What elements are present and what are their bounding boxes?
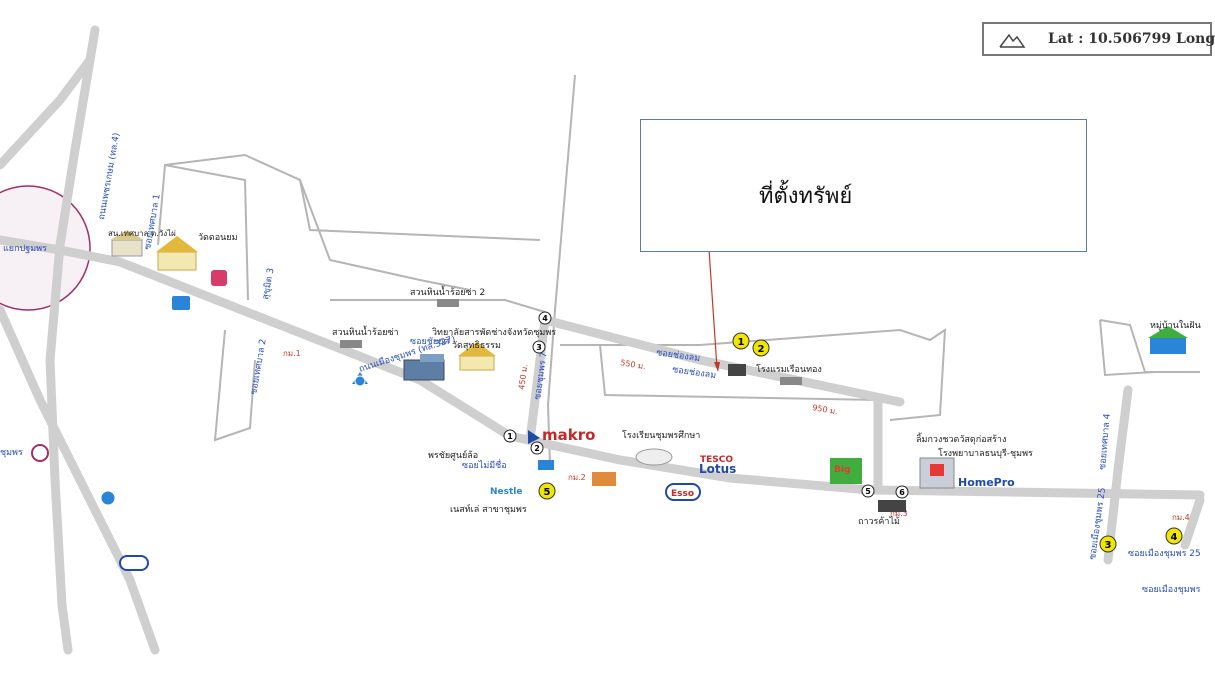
coordinates-text: Lat : 10.506799 Long — [1048, 31, 1215, 47]
road-label-soi7: ซอยชุมพร 7 — [533, 351, 550, 400]
junction-markers: 1 2 3 4 5 6 — [503, 311, 909, 499]
college-icon — [403, 354, 445, 381]
km2-shop — [592, 472, 616, 486]
road-label-chumphon: ชุมพร — [0, 448, 23, 458]
tawan-icon — [878, 500, 906, 512]
watsuthi-icon — [458, 342, 496, 371]
svg-text:2: 2 — [758, 344, 765, 355]
brand-labels: makro TESCO Lotus HomePro Nestle Esso — [490, 426, 1015, 499]
makro-triangle — [528, 430, 540, 444]
school-icon — [635, 448, 673, 466]
label-watdon: วัดดอนยม — [198, 233, 238, 243]
label-hospital: โรงพยาบาลธนบุรี-ชุมพร — [938, 448, 1033, 459]
svg-text:5: 5 — [865, 487, 871, 496]
km3: กม.3 — [890, 509, 908, 518]
svg-text:3: 3 — [536, 343, 542, 352]
label-college: วิทยาลัยสารพัดช่างจังหวัดชุมพร — [432, 327, 556, 338]
road-label-phetkasem: ถนนเพชรเกษม (ทล.4) — [97, 132, 122, 220]
esso-badge — [665, 483, 701, 501]
svg-text:4: 4 — [1171, 532, 1178, 543]
distance-450: 450 ม. — [517, 364, 529, 391]
distance-labels: 550 ม. 950 ม. 450 ม. กม.1 กม.2 กม.3 กม.4 — [283, 349, 1190, 522]
label-hardware: ลิ้มกวงชวดวัสดุก่อสร้าง — [916, 432, 1006, 445]
village-icon — [1148, 326, 1188, 354]
label-park1: สวนหินน้ำร้อยซ่า — [332, 325, 399, 338]
distance-950: 950 ม. — [812, 403, 839, 416]
label-tawan: ถาวรค้าไม้ — [858, 516, 900, 527]
park-icon-1 — [340, 340, 362, 348]
label-nestle-branch: เนสท์เล่ สาขาชุมพร — [450, 503, 527, 515]
road-label-soi-t4: ซอยเทศบาล 4 — [1098, 413, 1113, 470]
svg-text:5: 5 — [544, 487, 551, 498]
label-village: หมู่บ้านในฝัน — [1150, 320, 1201, 331]
park-icon-2 — [437, 299, 459, 307]
svg-text:2: 2 — [534, 444, 540, 453]
svg-text:1: 1 — [507, 432, 513, 441]
shop-icon — [211, 270, 227, 286]
nestle-logo: Nestle — [490, 487, 522, 497]
svg-text:1: 1 — [738, 337, 745, 348]
building-icon — [110, 230, 144, 257]
nestle-icon — [538, 460, 554, 470]
road-label-muang-b: ซอยเมืองชุมพร — [1142, 584, 1201, 595]
km4: กม.4 — [1172, 513, 1190, 522]
makro-logo: makro — [542, 426, 595, 444]
coordinates-box: Lat : 10.506799 Long — [982, 22, 1215, 56]
yellow-markers: 1 2 3 4 5 — [538, 332, 1183, 553]
road-label-soi3: สุขุมิต 3 — [260, 267, 276, 300]
arrow-head — [714, 362, 720, 372]
bottom-margin — [0, 655, 1200, 675]
homepro-logo: HomePro — [958, 476, 1015, 489]
temple-icon — [156, 236, 198, 271]
km2: กม.2 — [568, 473, 586, 482]
esso-badge-2 — [119, 555, 149, 571]
road-label-chaiyakam: ซอยชัยยศ — [410, 337, 449, 347]
landmark-labels: สน.เทศบาล ต.วังไผ่ วัดดอนยม สวนหินน้ำร้อ… — [108, 229, 1201, 527]
distance-550a: 550 ม. — [620, 358, 647, 371]
label-watsuthi: วัดสุทธิธรรม — [452, 340, 501, 351]
label-hotel: โรงแรมเรือนทอง — [756, 364, 822, 375]
hotel-icon — [728, 364, 802, 385]
label-school-office: สน.เทศบาล ต.วังไผ่ — [108, 229, 176, 238]
road-label-chonglom: ซอยช่องลม — [656, 348, 701, 364]
km1: กม.1 — [283, 349, 301, 358]
svg-text:6: 6 — [899, 488, 905, 497]
road-label-soi-maipo: ซอยไม่มีชื่อ — [462, 458, 507, 471]
property-label: ที่ตั้งทรัพย์ — [759, 184, 853, 209]
label-phoch: พรชัยศูนย์ล้อ — [428, 449, 478, 461]
property-callout: ที่ตั้งทรัพย์ — [640, 119, 1087, 252]
main-roads — [0, 25, 1205, 655]
road-label-muang25b: ซอยเมืองชุมพร 25 — [1128, 548, 1201, 559]
road-label-rtp: แยกปฐมพร — [3, 244, 47, 254]
esso-logo: Esso — [671, 489, 694, 499]
gas-station-icon-2 — [100, 490, 116, 506]
minor-roads — [157, 74, 1200, 466]
label-school: โรงเรียนชุมพรศึกษา — [622, 430, 700, 441]
bank-icon — [172, 296, 190, 310]
svg-text:3: 3 — [1105, 540, 1112, 551]
road-label-soi-t2: ซอยเทศบาล 2 — [249, 338, 269, 395]
svg-text:4: 4 — [542, 314, 548, 323]
landmarks: Big — [31, 230, 1188, 571]
road-label-chong2: ซอยช่องลม — [672, 365, 717, 381]
svg-text:Big: Big — [834, 465, 850, 475]
label-park2: สวนหินน้ำร้อยซ่า 2 — [410, 285, 485, 298]
chumphon-seal — [31, 444, 49, 462]
tesco-logo: TESCO — [700, 455, 733, 465]
hardware-icon — [919, 457, 955, 489]
mountain-icon — [999, 33, 1026, 48]
gas-station-icon — [352, 372, 368, 387]
big-c-icon: Big — [830, 458, 862, 484]
lotus-logo: Lotus — [699, 462, 736, 476]
